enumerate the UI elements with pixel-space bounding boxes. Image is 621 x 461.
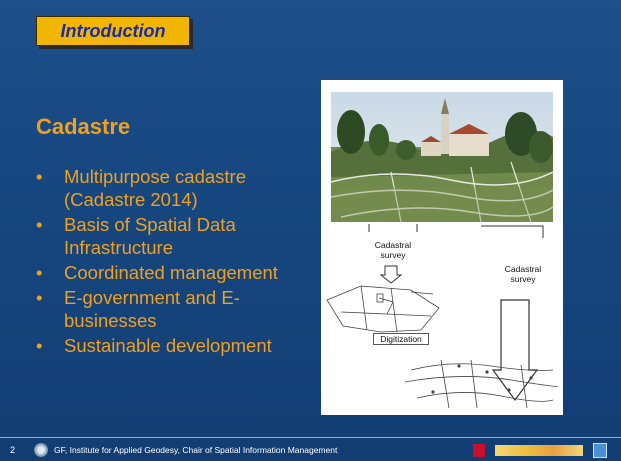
list-item: • Multipurpose cadastre (Cadastre 2014) [36,165,316,211]
bullet-text: Multipurpose cadastre (Cadastre 2014) [64,166,247,210]
bullet-text: Basis of Spatial Data Infrastructure [64,214,236,258]
university-logo-icon [473,444,485,457]
slide-title: Introduction [60,20,166,41]
bullet-list: • Multipurpose cadastre (Cadastre 2014) •… [36,165,316,359]
bullet-icon: • [36,214,43,235]
village-photo [331,92,553,222]
footer-logos [473,443,607,458]
process-diagram [326,224,558,409]
bullet-icon: • [36,166,43,187]
cadastral-survey-label-right: Cadastral survey [503,264,543,284]
banner-logo-icon [495,445,583,456]
footer: 2 GF, Institute for Applied Geodesy, Cha… [0,441,621,459]
partner-logo-icon [593,443,607,458]
page-number: 2 [10,445,16,455]
bullet-text: E-government and E-businesses [64,287,240,331]
bullet-text: Sustainable development [64,335,272,356]
bullet-text: Coordinated management [64,262,278,283]
list-item: • Basis of Spatial Data Infrastructure [36,213,316,259]
cadastre-figure: Cadastral survey Cadastral survey Digiti… [321,80,563,415]
bullet-icon: • [36,262,43,283]
list-item: • Coordinated management [36,261,316,284]
bullet-icon: • [36,287,43,308]
bullet-icon: • [36,335,43,356]
digitization-label: Digitization [373,333,429,345]
cadastral-survey-label-left: Cadastral survey [373,240,413,260]
footer-institution: GF, Institute for Applied Geodesy, Chair… [54,445,338,455]
section-heading: Cadastre [36,114,131,139]
faculty-logo-icon [34,443,48,457]
list-item: • Sustainable development [36,334,316,357]
footer-divider [0,437,621,438]
title-tab: Introduction [36,16,190,46]
list-item: • E-government and E-businesses [36,286,316,332]
